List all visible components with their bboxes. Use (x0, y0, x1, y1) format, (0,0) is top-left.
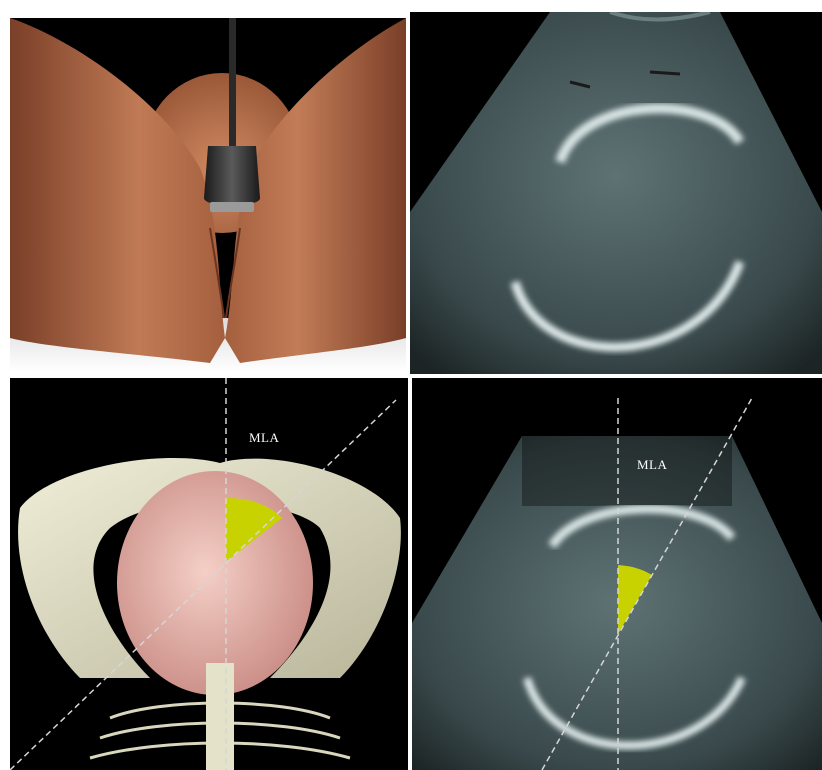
pelvis-model-panel (10, 378, 408, 770)
ultrasound-plain (410, 12, 822, 374)
symphysis-shadow (522, 436, 732, 506)
probe-cable (229, 18, 236, 146)
probe-head (210, 202, 254, 212)
probe-illustration (10, 18, 406, 372)
mla-label-left: MLA (249, 430, 279, 446)
transperineal-probe-icon (204, 146, 260, 206)
ultrasound-plain-panel (410, 12, 822, 374)
ultrasound-angle-panel (412, 378, 822, 770)
mla-label-right: MLA (637, 457, 667, 473)
probe-illustration-panel (10, 18, 406, 372)
ultrasound-angle (412, 378, 822, 770)
fetal-head (117, 471, 313, 695)
pelvis-model-angle (10, 378, 408, 770)
